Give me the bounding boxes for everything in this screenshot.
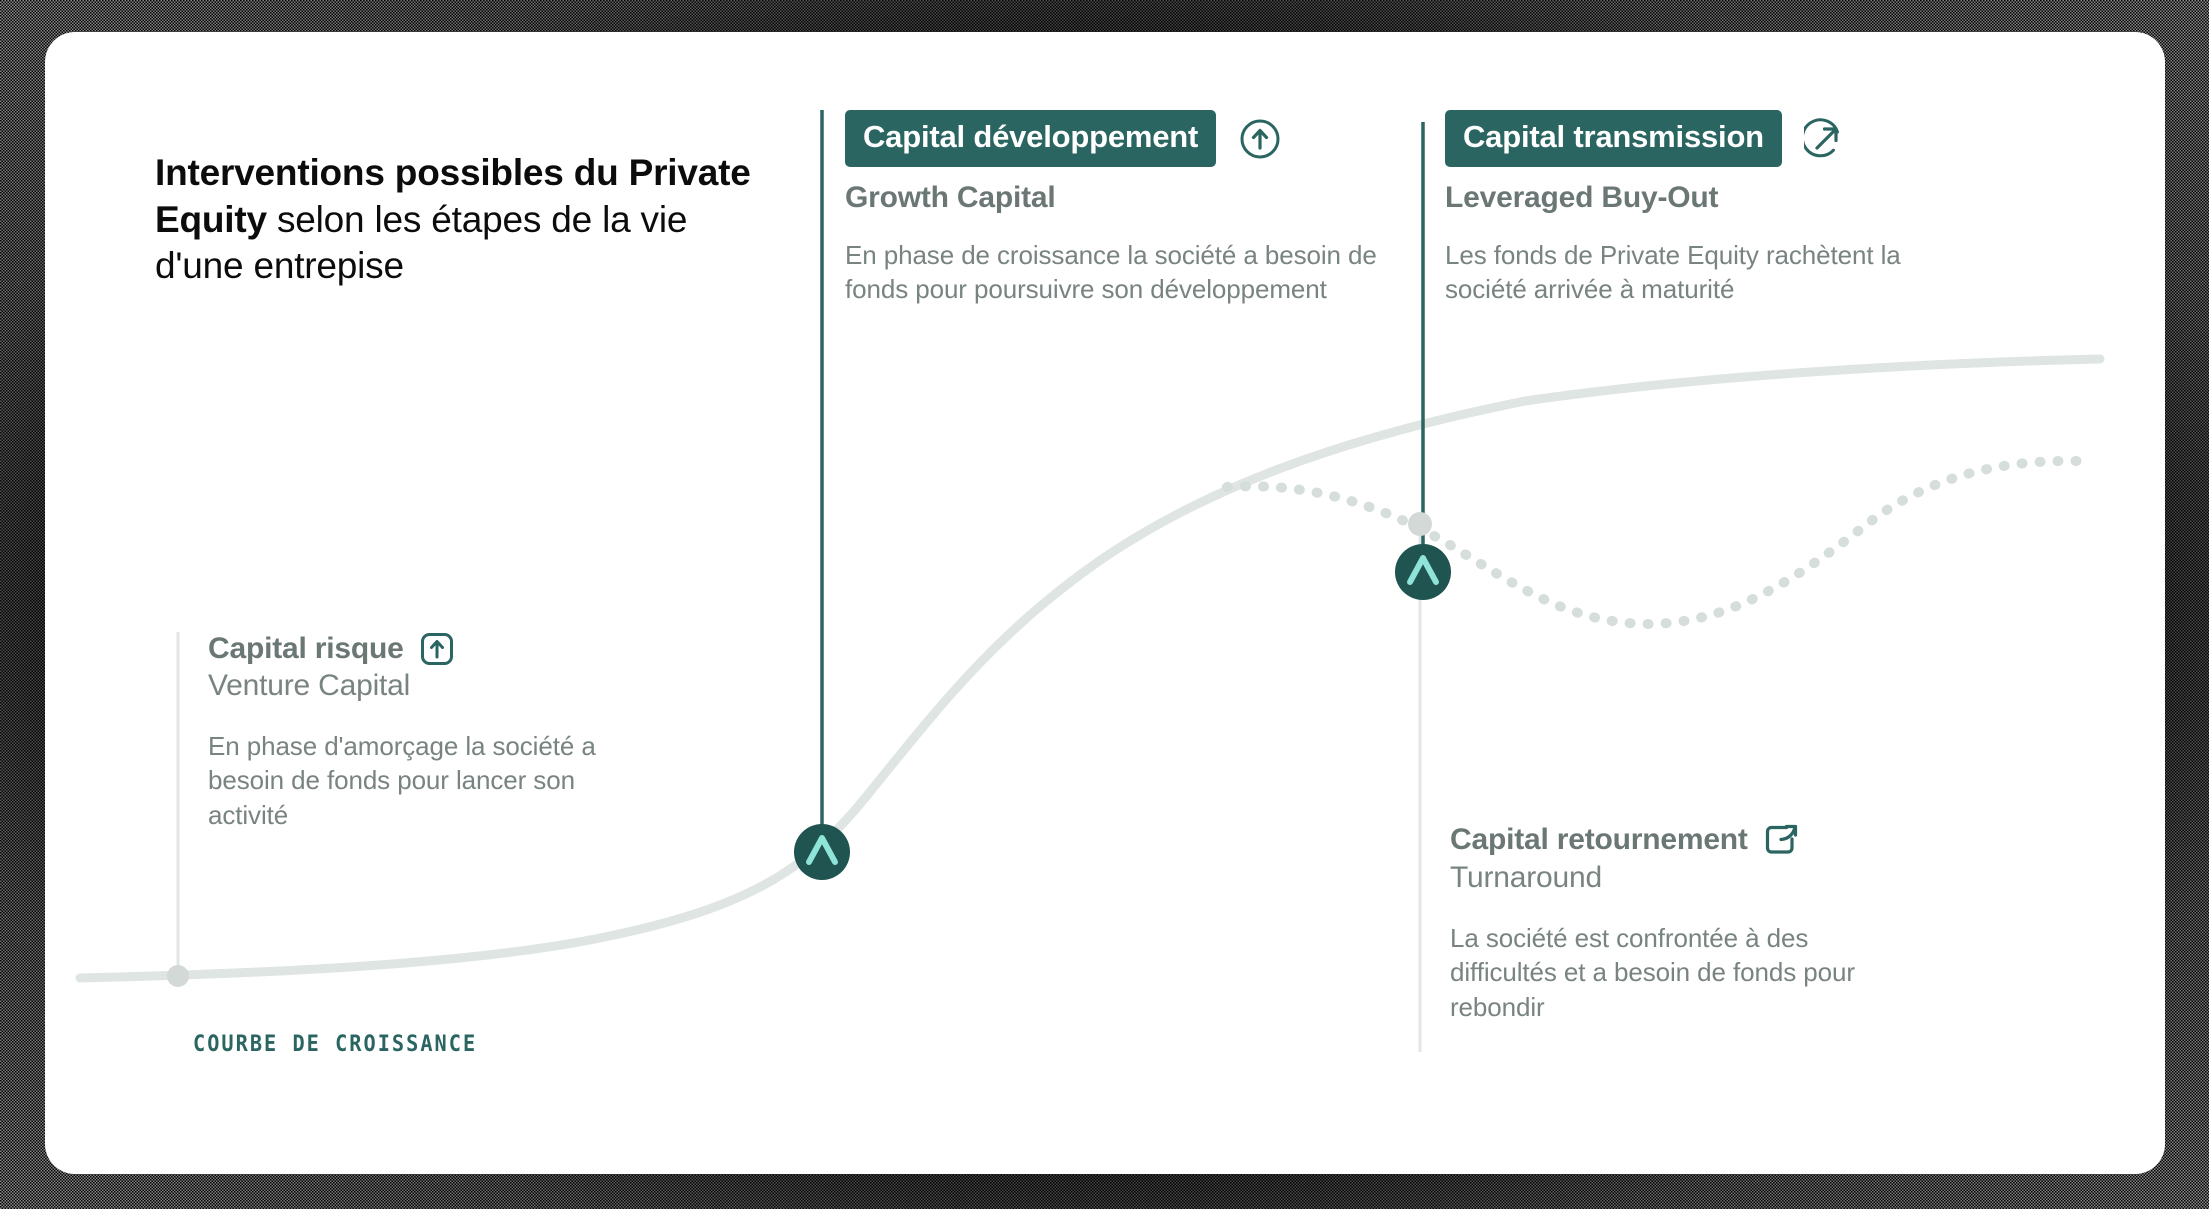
page-title-bold: Interventions possibles du Private Equit… <box>155 152 751 240</box>
heading-capital-retournement-label: Capital retournement <box>1450 823 1748 856</box>
subtitle-venture-capital: Venture Capital <box>208 669 411 702</box>
heading-capital-risque: Capital risque <box>208 632 698 666</box>
badge-capital-developpement[interactable]: Capital développement <box>845 110 1217 167</box>
growth-curve-line <box>75 354 2105 983</box>
heading-capital-retournement: Capital retournement <box>1450 822 1920 858</box>
page-title-regular: selon les étapes de la vie d'une entrepi… <box>155 198 688 287</box>
arrow-up-circle-icon[interactable] <box>1238 117 1282 161</box>
arrow-up-box-icon[interactable] <box>420 632 454 666</box>
badge-row-transmission: Capital transmission <box>1445 110 1965 167</box>
badge-row-developpement: Capital développement <box>845 110 1385 167</box>
body-capital-transmission: Les fonds de Private Equity rachètent la… <box>1445 240 1901 305</box>
badge-capital-transmission[interactable]: Capital transmission <box>1445 110 1782 167</box>
node-retournement <box>1408 512 1432 536</box>
block-capital-retournement: Capital retournement Turnaround La socié… <box>1420 822 1920 1024</box>
arrow-up-right-circle-icon[interactable] <box>1800 117 1848 161</box>
block-capital-risque: Capital risque Venture Capital En phase … <box>178 632 698 832</box>
body-capital-risque: En phase d'amorçage la société a besoin … <box>208 731 596 830</box>
page-title: Interventions possibles du Private Equit… <box>155 150 755 290</box>
block-capital-developpement: Capital développement Growth Capital En … <box>845 110 1385 307</box>
marker-developpement[interactable] <box>794 824 850 880</box>
body-capital-retournement: La société est confrontée à des difficul… <box>1450 923 1855 1022</box>
external-link-icon[interactable] <box>1764 822 1800 858</box>
turnaround-curve-line <box>1222 455 2085 630</box>
body-capital-developpement: En phase de croissance la société a beso… <box>845 240 1377 305</box>
growth-curve-chart <box>75 110 2105 1052</box>
marker-transmission[interactable] <box>1395 544 1451 600</box>
subtitle-growth-capital: Growth Capital <box>845 181 1056 214</box>
subtitle-turnaround: Turnaround <box>1450 861 1602 894</box>
subtitle-leveraged-buyout: Leveraged Buy-Out <box>1445 181 1719 214</box>
infographic-card: Interventions possibles du Private Equit… <box>45 32 2165 1174</box>
heading-capital-risque-label: Capital risque <box>208 632 404 665</box>
node-risque <box>167 965 189 987</box>
block-capital-transmission: Capital transmission Leveraged Buy-Out L… <box>1445 110 1965 307</box>
curve-caption: COURBE DE CROISSANCE <box>193 1032 478 1057</box>
